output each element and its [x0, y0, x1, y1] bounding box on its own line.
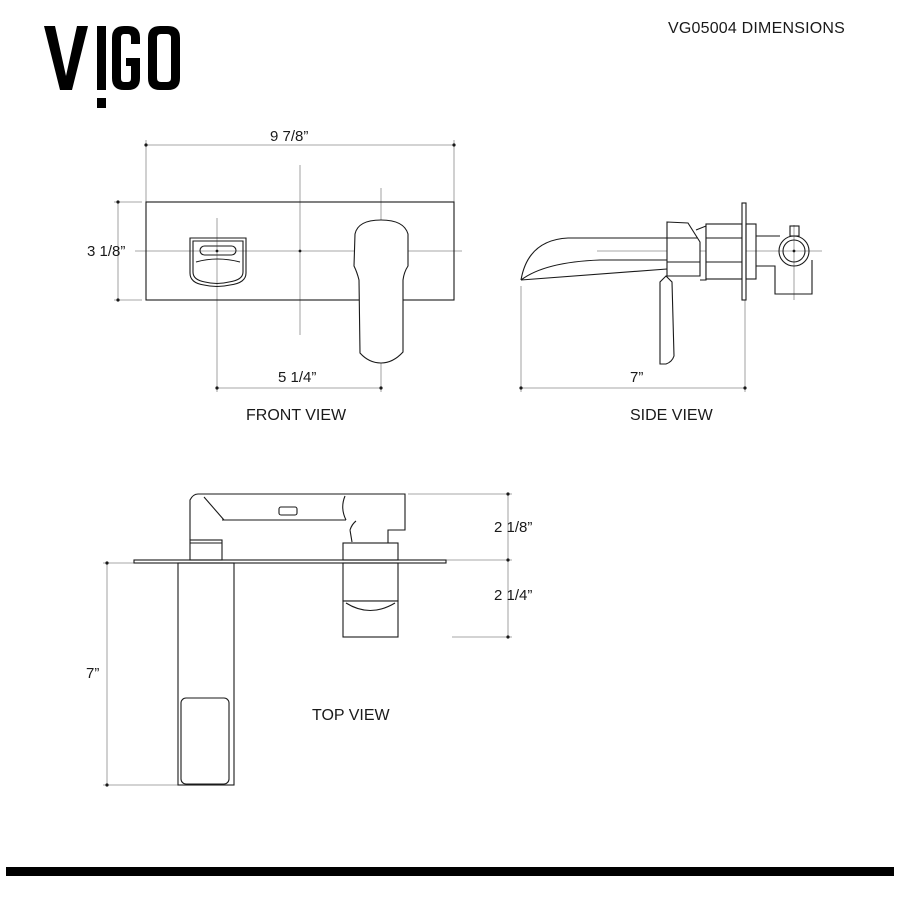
- front-view-label: FRONT VIEW: [246, 407, 347, 424]
- front-view-drawing: [145, 201, 455, 364]
- front-center-spacing-dimension: 5 1/4”: [278, 369, 317, 386]
- side-view-drawing: [520, 202, 813, 365]
- side-spout-projection-dimension: 7”: [630, 369, 644, 386]
- top-spout-length-dimension: 7”: [86, 665, 100, 682]
- vigo-logo: VIGO: [44, 26, 180, 108]
- footer-bar: [6, 867, 894, 876]
- top-handle-depth-dimension: 2 1/4”: [494, 587, 533, 604]
- top-view-drawing: [133, 493, 447, 786]
- document-title: VG05004 DIMENSIONS: [668, 20, 845, 37]
- top-rough-in-depth-dimension: 2 1/8”: [494, 519, 533, 536]
- top-view-label: TOP VIEW: [312, 707, 390, 724]
- front-height-dimension: 3 1/8”: [87, 243, 126, 260]
- side-view-label: SIDE VIEW: [630, 407, 713, 424]
- dimension-dots: [105, 143, 796, 787]
- front-width-dimension: 9 7/8”: [270, 128, 309, 145]
